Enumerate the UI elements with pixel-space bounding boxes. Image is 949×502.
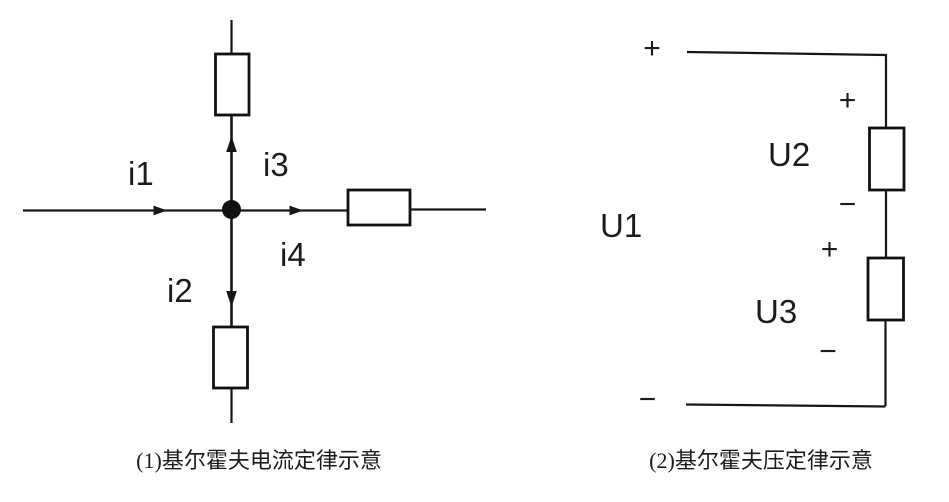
label-i4: i4 (280, 236, 306, 273)
label-u2: U2 (768, 136, 810, 173)
kcl-diagram: i1 i3 i2 i4 (1)基尔霍夫电流定律示意 (23, 20, 486, 473)
u1-plus-sign: + (643, 32, 661, 65)
kcl-top-resistor (214, 52, 251, 117)
i1-right-arrowhead-icon (153, 205, 167, 216)
kvl-resistor-u3 (866, 256, 905, 322)
label-i3: i3 (263, 146, 289, 183)
u1-minus-sign: − (639, 383, 657, 416)
label-u1: U1 (600, 207, 642, 244)
kvl-caption: (2)基尔霍夫压定律示意 (649, 448, 873, 473)
kcl-node-dot (222, 200, 241, 219)
u2-minus-sign: − (839, 188, 857, 221)
label-u3: U3 (755, 293, 797, 330)
u3-plus-sign: + (821, 233, 839, 266)
i2-down-arrowhead-icon (226, 291, 237, 307)
u3-minus-sign: − (819, 335, 837, 368)
label-i1: i1 (128, 155, 154, 192)
u2-plus-sign: + (839, 84, 857, 117)
label-i2: i2 (167, 272, 193, 309)
kcl-caption: (1)基尔霍夫电流定律示意 (136, 448, 382, 473)
kcl-right-resistor (346, 188, 412, 227)
kvl-diagram: + − + − + − U1 U2 U3 (2)基尔霍夫压定律示意 (600, 32, 906, 473)
kvl-bottom-wire (685, 403, 886, 408)
i3-up-arrowhead-icon (226, 136, 237, 152)
kvl-resistor-u2 (868, 126, 906, 192)
kvl-top-wire (686, 50, 887, 57)
kcl-bottom-resistor (212, 325, 249, 390)
i4-right-arrowhead-icon (289, 205, 303, 216)
